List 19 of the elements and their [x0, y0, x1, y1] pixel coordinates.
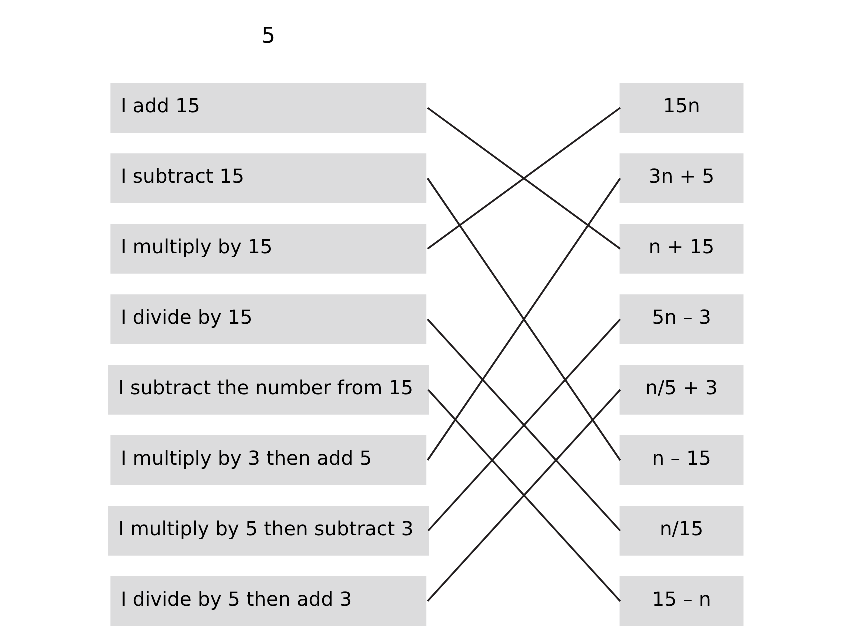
- connector: [426, 178, 621, 461]
- node-box: n – 15: [619, 436, 744, 486]
- node-box: I subtract 15: [110, 154, 426, 204]
- node-box: I subtract the number from 15: [108, 365, 429, 415]
- node-box: I multiply by 15: [110, 224, 426, 274]
- label: 5: [261, 24, 276, 49]
- node-box: 5n – 3: [619, 294, 744, 344]
- node-box: I add 15: [110, 83, 426, 133]
- node-box: I divide by 15: [110, 294, 426, 344]
- node-box: n + 15: [619, 224, 744, 274]
- node-box: n/15: [619, 506, 744, 556]
- node-box: I multiply by 3 then add 5: [110, 436, 426, 486]
- node-box: 15n: [619, 83, 744, 133]
- node-box: I divide by 5 then add 3: [110, 576, 426, 626]
- node-box: I multiply by 5 then subtract 3: [108, 506, 429, 556]
- node-box: 15 – n: [619, 576, 744, 626]
- node-box: n/5 + 3: [619, 365, 744, 415]
- connector: [426, 107, 620, 250]
- node-box: 3n + 5: [619, 154, 744, 204]
